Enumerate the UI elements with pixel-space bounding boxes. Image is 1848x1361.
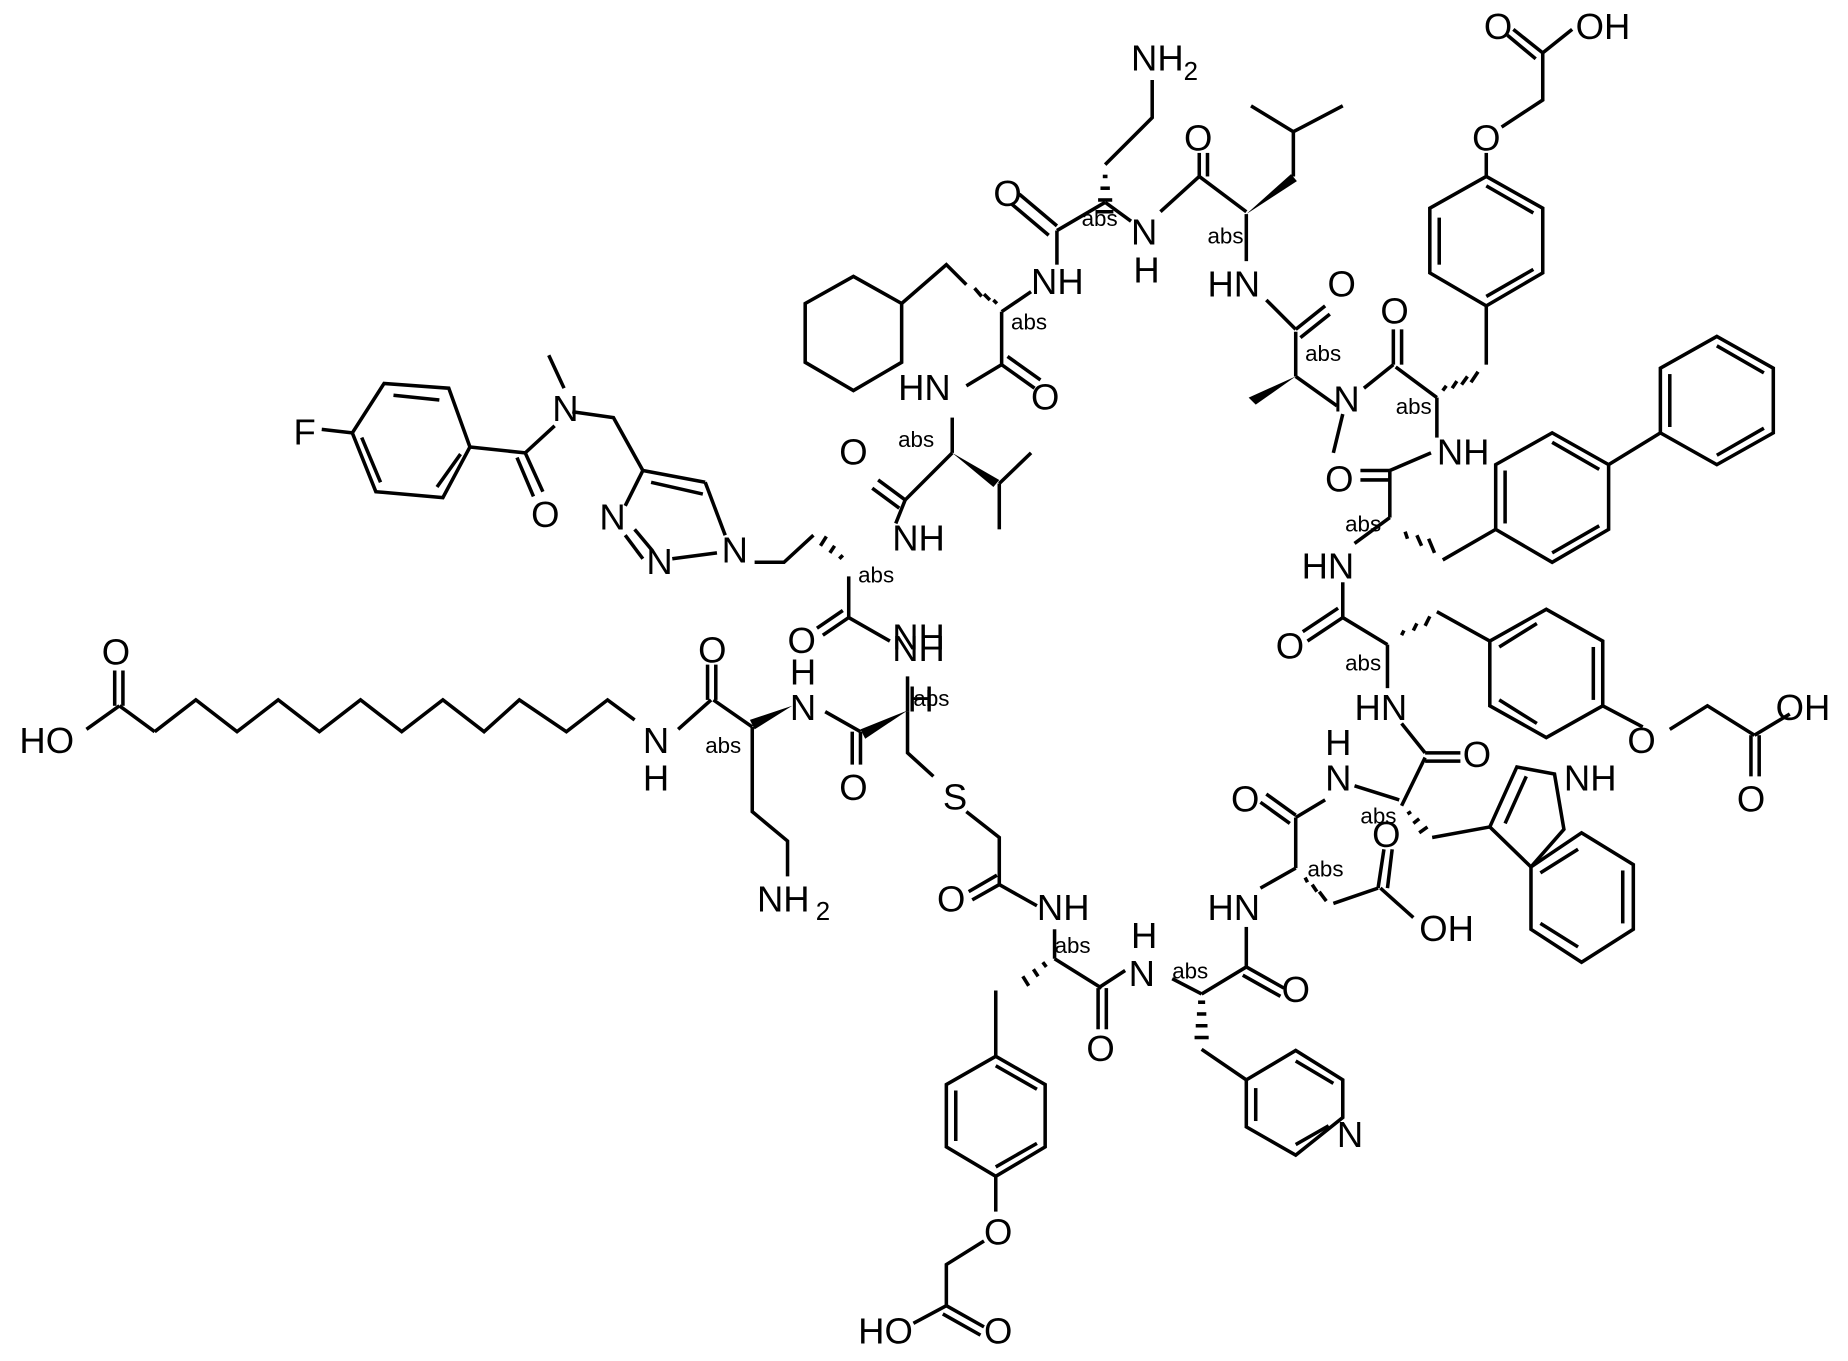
svg-text:O: O (1231, 779, 1259, 820)
svg-text:HN: HN (1207, 263, 1260, 304)
svg-text:NH: NH (1564, 757, 1617, 798)
tyr-right: O abs O OH O HN (1276, 606, 1831, 820)
svg-text:HN: HN (1302, 546, 1355, 587)
svg-text:2: 2 (816, 898, 830, 926)
svg-text:N: N (790, 687, 816, 728)
cyclohexylalanine: O abs NH (803, 230, 1084, 417)
svg-text:abs: abs (1360, 803, 1396, 828)
svg-text:N: N (722, 529, 748, 570)
svg-text:H: H (643, 757, 669, 798)
svg-text:O: O (937, 879, 965, 920)
svg-text:abs: abs (705, 733, 741, 758)
svg-text:HN: HN (1355, 687, 1408, 728)
svg-text:S: S (943, 776, 967, 817)
svg-text:O: O (984, 1310, 1012, 1351)
svg-text:OH: OH (1576, 6, 1631, 47)
triazole-fluorobenzamide: O abs NH N N N N O F (293, 354, 945, 661)
svg-text:abs: abs (1082, 206, 1118, 231)
svg-text:abs: abs (898, 427, 934, 452)
svg-text:HO: HO (858, 1310, 913, 1351)
svg-text:abs: abs (858, 562, 894, 587)
svg-text:NH: NH (1437, 432, 1490, 473)
svg-text:O: O (1472, 118, 1500, 159)
trp-asp-region: O N H abs NH O abs O OH HN O (1207, 722, 1636, 1010)
backbone-top: O abs N H O abs HN O abs N O abs (993, 104, 1490, 473)
svg-text:O: O (984, 1212, 1012, 1253)
svg-text:O: O (1086, 1028, 1114, 1069)
svg-text:abs: abs (1345, 651, 1381, 676)
svg-text:N: N (1325, 757, 1351, 798)
svg-text:O: O (531, 494, 559, 535)
svg-text:O: O (102, 632, 130, 673)
svg-text:N: N (1337, 1114, 1363, 1155)
svg-text:NH: NH (892, 518, 945, 559)
svg-text:abs: abs (1345, 512, 1381, 537)
svg-text:O: O (1031, 376, 1059, 417)
svg-text:N: N (1131, 212, 1157, 253)
svg-text:F: F (293, 412, 315, 453)
svg-text:NH: NH (1031, 261, 1084, 302)
svg-text:N: N (1129, 953, 1155, 994)
svg-text:abs: abs (1307, 856, 1343, 881)
cys-thioether: O S H abs NH O N H (790, 628, 1038, 920)
biphenylalanine: O abs HN (1302, 334, 1776, 618)
svg-text:NH: NH (1037, 887, 1090, 928)
svg-text:H: H (1133, 249, 1159, 290)
svg-text:H: H (1325, 722, 1351, 763)
dab-lower-left-and-lipid: abs NH 2 O N H O HO (19, 629, 830, 926)
svg-text:N: N (1333, 379, 1359, 420)
valine: NH O abs HN (839, 367, 1033, 559)
svg-text:H: H (790, 652, 816, 693)
svg-text:H: H (908, 679, 934, 720)
svg-text:O: O (1737, 779, 1765, 820)
svg-text:O: O (1372, 814, 1400, 855)
svg-text:abs: abs (1207, 223, 1243, 248)
svg-text:O: O (839, 432, 867, 473)
svg-text:NH: NH (757, 879, 810, 920)
svg-text:O: O (839, 767, 867, 808)
svg-text:OH: OH (1419, 908, 1474, 949)
svg-text:N: N (552, 388, 578, 429)
svg-text:O: O (698, 629, 726, 670)
svg-text:H: H (1131, 915, 1157, 956)
svg-text:abs: abs (1396, 394, 1432, 419)
tyr-top-right: O O OH (1428, 6, 1631, 365)
svg-text:HN: HN (1207, 887, 1260, 928)
svg-text:O: O (1184, 118, 1212, 159)
svg-text:OH: OH (1776, 687, 1831, 728)
svg-text:O: O (1282, 969, 1310, 1010)
svg-text:O: O (1276, 626, 1304, 667)
svg-text:abs: abs (913, 686, 949, 711)
tyr-bottom: O abs NH O O HO (858, 887, 1127, 1351)
svg-text:abs: abs (1172, 959, 1208, 984)
pyridylalanine: abs N N H (1129, 915, 1363, 1158)
svg-text:O: O (1627, 720, 1655, 761)
svg-text:NH2: NH2 (1131, 38, 1198, 86)
svg-text:HN: HN (898, 367, 951, 408)
svg-text:HO: HO (19, 720, 74, 761)
svg-text:O: O (1325, 459, 1353, 500)
svg-text:abs: abs (1055, 933, 1091, 958)
svg-text:O: O (1463, 734, 1491, 775)
svg-text:N: N (599, 496, 625, 537)
svg-text:O: O (1327, 263, 1355, 304)
svg-text:abs: abs (1011, 309, 1047, 334)
dab-top-sidechain: NH2 (1096, 38, 1198, 214)
svg-text:NH: NH (892, 628, 945, 669)
svg-text:O: O (1484, 6, 1512, 47)
svg-text:O: O (788, 620, 816, 661)
svg-text:abs: abs (1305, 341, 1341, 366)
svg-text:NH: NH (892, 616, 945, 657)
svg-text:N: N (643, 720, 669, 761)
svg-text:O: O (1380, 290, 1408, 331)
